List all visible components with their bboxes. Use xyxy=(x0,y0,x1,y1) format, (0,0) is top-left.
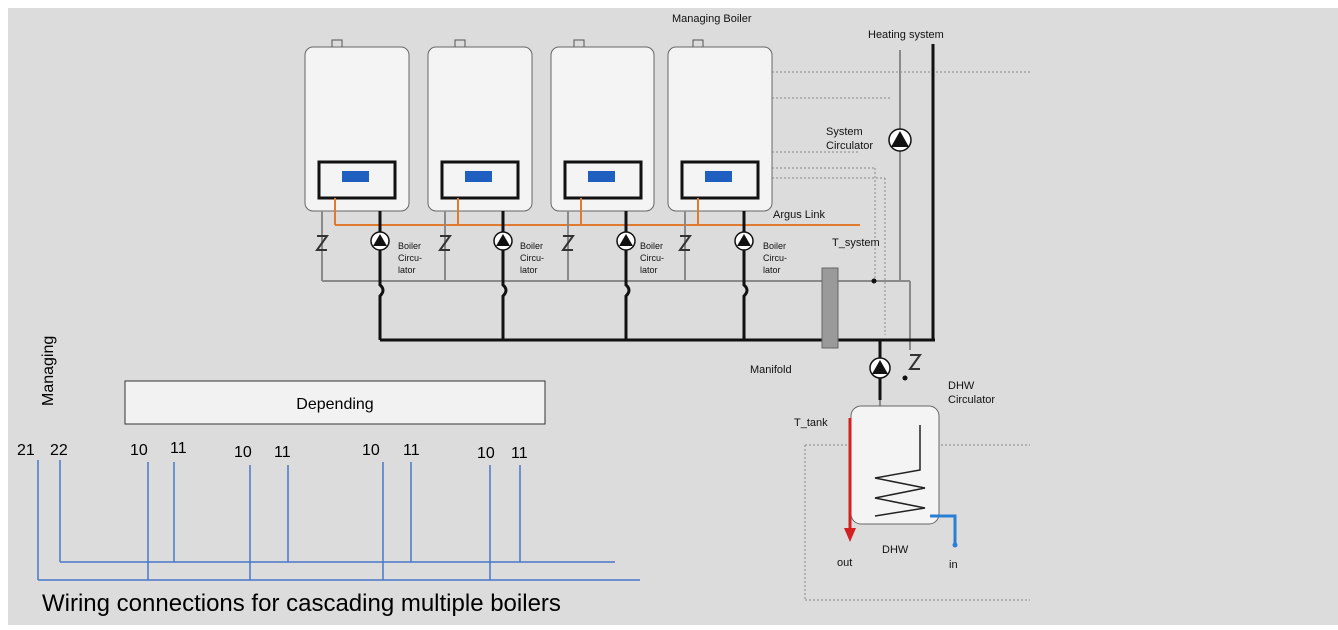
dhw-circulator-label-2: Circulator xyxy=(948,394,995,406)
boiler-cabinet xyxy=(550,46,655,212)
boiler-4-managing xyxy=(667,39,773,212)
boiler-control-panel xyxy=(317,160,397,200)
manifold xyxy=(821,267,839,349)
terminal-10: 10 xyxy=(362,442,380,459)
terminal-11: 11 xyxy=(170,440,187,457)
terminal-22: 22 xyxy=(50,442,68,459)
circulator-label-line: Boiler xyxy=(398,241,421,251)
terminal-21: 21 xyxy=(17,442,35,459)
circulator-label-line: Circu- xyxy=(398,253,422,263)
boiler-circulator-label-4: Boiler Circu- lator xyxy=(763,241,787,275)
dhw-circulator-label-1: DHW xyxy=(948,380,975,392)
circulator-label-line: lator xyxy=(763,265,781,275)
boiler-1 xyxy=(304,39,410,212)
supply-pipes xyxy=(378,44,935,400)
t-tank-label: T_tank xyxy=(794,417,828,429)
t-system-label: T_system xyxy=(832,237,880,249)
managing-boiler-label: Managing Boiler xyxy=(672,13,752,25)
cold-water-in-pipe xyxy=(930,514,957,545)
circulator-label-line: Circu- xyxy=(763,253,787,263)
check-valves xyxy=(315,235,922,370)
boiler-cabinet xyxy=(667,46,773,212)
boiler-2 xyxy=(427,39,533,212)
circulator-label-line: Circu- xyxy=(640,253,664,263)
argus-link-label: Argus Link xyxy=(773,209,825,221)
system-circulator-pump xyxy=(888,128,912,152)
dhw-label: DHW xyxy=(882,544,909,556)
hot-out-arrow xyxy=(844,528,856,542)
boiler-control-panel xyxy=(440,160,520,200)
return-pipes xyxy=(321,50,911,425)
depending-label: Depending xyxy=(296,396,373,413)
boiler-cabinet xyxy=(427,46,533,212)
dhw-tank xyxy=(844,405,958,548)
terminal-11: 11 xyxy=(403,442,420,459)
boiler-display xyxy=(465,171,492,182)
boiler-circulator-label-3: Boiler Circu- lator xyxy=(640,241,664,275)
boiler-display xyxy=(342,171,369,182)
dhw-circulator-pump xyxy=(869,357,891,379)
t-system-sensor xyxy=(871,278,877,284)
system-circulator-label-2: Circulator xyxy=(826,140,873,152)
depending-box xyxy=(124,380,546,425)
boiler-circulator-label-1: Boiler Circu- lator xyxy=(398,241,422,275)
circulator-label-line: lator xyxy=(398,265,416,275)
terminal-11: 11 xyxy=(274,444,291,461)
circulator-label-line: lator xyxy=(520,265,538,275)
boiler-display xyxy=(588,171,615,182)
managing-label: Managing xyxy=(40,336,57,406)
dhw-sensor-dot xyxy=(902,375,908,381)
circulator-label-line: Circu- xyxy=(520,253,544,263)
boiler-cabinet xyxy=(304,46,410,212)
boiler-control-panel xyxy=(680,160,760,200)
circulator-label-line: lator xyxy=(640,265,658,275)
argus-link xyxy=(334,198,860,226)
heating-system-label: Heating system xyxy=(868,29,944,41)
boiler-display xyxy=(705,171,732,182)
cold-in-marker xyxy=(952,542,958,548)
out-label: out xyxy=(837,557,852,569)
wiring-lines xyxy=(37,460,640,581)
boiler-circulator-pumps xyxy=(370,231,754,251)
terminal-10: 10 xyxy=(234,444,252,461)
manifold-label: Manifold xyxy=(750,364,792,376)
in-label: in xyxy=(949,559,958,571)
diagram-caption: Wiring connections for cascading multipl… xyxy=(42,590,561,617)
boiler-control-panel xyxy=(563,160,643,200)
boiler-circulator-label-2: Boiler Circu- lator xyxy=(520,241,544,275)
circulator-label-line: Boiler xyxy=(763,241,786,251)
boiler-3 xyxy=(550,39,655,212)
circulator-label-line: Boiler xyxy=(640,241,663,251)
system-circulator-label-1: System xyxy=(826,126,863,138)
terminal-10: 10 xyxy=(130,442,148,459)
circulator-label-line: Boiler xyxy=(520,241,543,251)
terminal-11: 11 xyxy=(511,445,528,462)
terminal-10: 10 xyxy=(477,445,495,462)
